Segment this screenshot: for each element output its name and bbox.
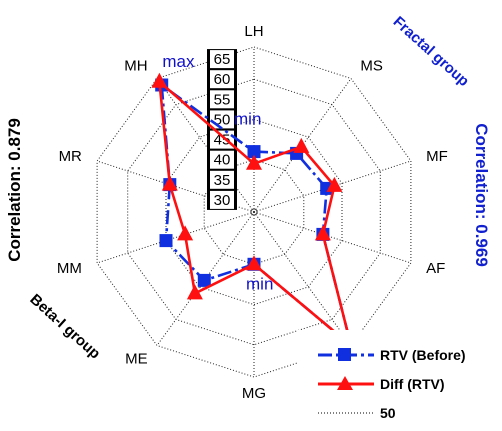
data-point-triangle bbox=[151, 72, 168, 88]
legend-item-rtv-before: RTV (Before) bbox=[318, 347, 466, 363]
tick-label-bg bbox=[210, 70, 234, 89]
grid-spoke bbox=[156, 211, 255, 346]
radar-grid bbox=[96, 46, 412, 378]
legend-marker-square bbox=[338, 348, 351, 361]
grid-spoke bbox=[253, 211, 352, 346]
grid-spoke bbox=[253, 78, 352, 213]
data-point-triangle bbox=[326, 176, 343, 192]
tick-label-bg bbox=[210, 90, 234, 109]
beta-group-label: Beta-I group bbox=[26, 291, 103, 363]
tick-label: 55 bbox=[214, 91, 231, 108]
category-label-mh: MH bbox=[124, 58, 147, 75]
correlation-left-label: Correlation: 0.879 bbox=[5, 118, 24, 262]
tick-label-bg bbox=[210, 130, 234, 149]
category-label-mf: MF bbox=[426, 148, 448, 165]
grid-spoke bbox=[96, 211, 255, 264]
data-point-triangle bbox=[186, 284, 203, 300]
grid-ring bbox=[96, 46, 412, 378]
grid-spoke bbox=[253, 160, 412, 213]
grid-spoke bbox=[253, 211, 412, 264]
tick-label: 35 bbox=[214, 172, 231, 189]
category-label-mg: MG bbox=[242, 385, 266, 402]
category-label-af: AF bbox=[426, 260, 445, 277]
tick-label: 60 bbox=[214, 71, 231, 88]
legend: RTV (Before) Diff (RTV) 50 bbox=[298, 330, 498, 430]
legend-item-diff-rtv: Diff (RTV) bbox=[318, 376, 445, 392]
data-point-triangle bbox=[246, 154, 262, 170]
legend-label-reference: 50 bbox=[380, 405, 396, 421]
data-point-triangle bbox=[246, 255, 262, 271]
fractal-group-label: Fractal group bbox=[390, 13, 473, 90]
grid-spoke bbox=[156, 78, 255, 213]
data-point-square bbox=[247, 145, 261, 159]
tick-label-bg bbox=[210, 190, 234, 209]
data-point-triangle bbox=[177, 225, 194, 241]
annotation-min-bottom: min bbox=[246, 274, 273, 293]
category-label-mm: MM bbox=[57, 260, 82, 277]
tick-label-bg bbox=[210, 170, 234, 189]
legend-label-diff-rtv: Diff (RTV) bbox=[380, 376, 445, 392]
legend-item-reference-50: 50 bbox=[318, 405, 396, 421]
category-label-me: ME bbox=[125, 350, 148, 367]
data-point-square bbox=[197, 273, 211, 287]
tick-label: 40 bbox=[214, 152, 231, 169]
annotation-max-left: max bbox=[162, 52, 195, 71]
category-label-mr: MR bbox=[59, 148, 82, 165]
tick-label-bg bbox=[210, 50, 234, 69]
data-point-square bbox=[159, 234, 173, 248]
tick-label-bg bbox=[210, 150, 234, 169]
tick-label: 65 bbox=[214, 51, 231, 68]
category-label-lh: LH bbox=[244, 23, 263, 40]
legend-label-rtv-before: RTV (Before) bbox=[380, 347, 466, 363]
tick-label: 30 bbox=[214, 192, 231, 209]
data-point-triangle bbox=[293, 137, 310, 153]
data-point-triangle bbox=[161, 175, 178, 191]
legend-marker-triangle bbox=[337, 376, 353, 390]
correlation-right-label: Correlation: 0.969 bbox=[472, 123, 491, 267]
center-mark bbox=[250, 208, 258, 216]
annotation-min-top: min bbox=[234, 110, 261, 129]
tick-label: 45 bbox=[214, 132, 231, 149]
category-label-ms: MS bbox=[360, 58, 383, 75]
data-point-triangle bbox=[314, 225, 331, 241]
